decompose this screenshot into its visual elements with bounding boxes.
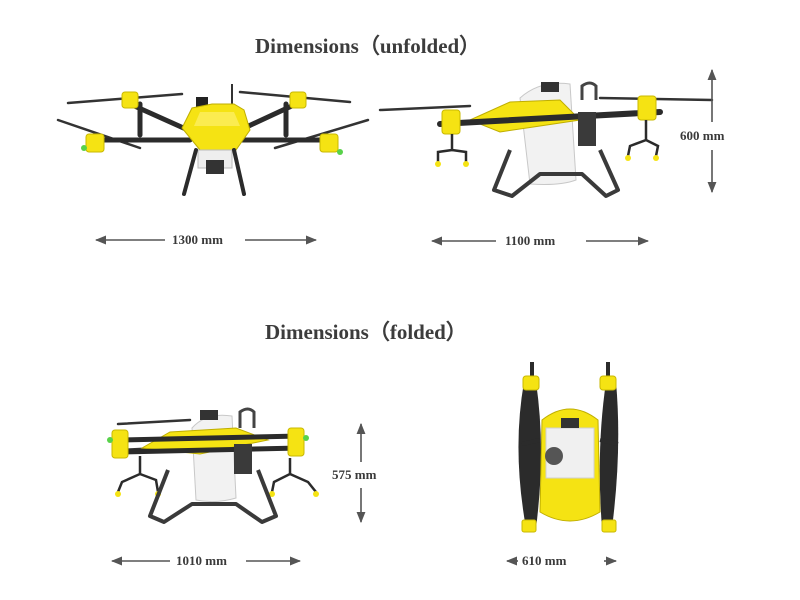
drone-folded-front bbox=[518, 362, 619, 533]
battery bbox=[578, 112, 596, 146]
antenna-pod bbox=[196, 97, 208, 107]
motor-housing bbox=[289, 91, 307, 109]
motor-housing bbox=[287, 427, 305, 457]
label-folded-side-width: 1010 mm bbox=[176, 553, 227, 568]
arm bbox=[121, 445, 303, 455]
motor-housing bbox=[601, 519, 617, 533]
heading-folded: Dimensions（folded） bbox=[265, 320, 467, 344]
drone-body bbox=[181, 103, 251, 151]
drone-body bbox=[140, 427, 270, 455]
landing-skid bbox=[492, 149, 620, 198]
drone-unfolded-side bbox=[378, 81, 714, 198]
motor-housing bbox=[521, 519, 537, 533]
propeller-blade bbox=[599, 382, 619, 528]
arm bbox=[121, 433, 303, 443]
label-folded-front-width: 610 mm bbox=[522, 553, 567, 568]
battery bbox=[234, 444, 252, 474]
label-unfolded-side-width: 1100 mm bbox=[505, 233, 556, 248]
drone-folded-side bbox=[107, 407, 319, 524]
motor-housing bbox=[637, 95, 657, 121]
motor-housing bbox=[111, 429, 129, 459]
nozzle-light bbox=[81, 145, 87, 151]
motor-housing bbox=[599, 375, 617, 391]
spray-tank bbox=[519, 82, 577, 185]
propeller-blade bbox=[518, 382, 541, 528]
label-unfolded-height: 600 mm bbox=[680, 128, 725, 143]
label-unfolded-front-width: 1300 mm bbox=[172, 232, 223, 247]
landing-skid bbox=[148, 469, 278, 524]
label-folded-height: 575 mm bbox=[332, 467, 377, 482]
motor-housing bbox=[85, 133, 105, 153]
drone-unfolded-front bbox=[56, 84, 370, 196]
arm bbox=[437, 109, 663, 127]
motor-housing bbox=[441, 109, 461, 135]
propeller-blade bbox=[378, 104, 472, 112]
motor-housing bbox=[121, 91, 139, 109]
tank-cap bbox=[545, 447, 563, 465]
nozzle-light bbox=[337, 149, 343, 155]
propeller-blade bbox=[116, 418, 192, 426]
drone-body bbox=[468, 99, 582, 133]
heading-unfolded: Dimensions（unfolded） bbox=[255, 34, 481, 58]
motor-housing bbox=[319, 133, 339, 153]
motor-housing bbox=[522, 375, 540, 391]
